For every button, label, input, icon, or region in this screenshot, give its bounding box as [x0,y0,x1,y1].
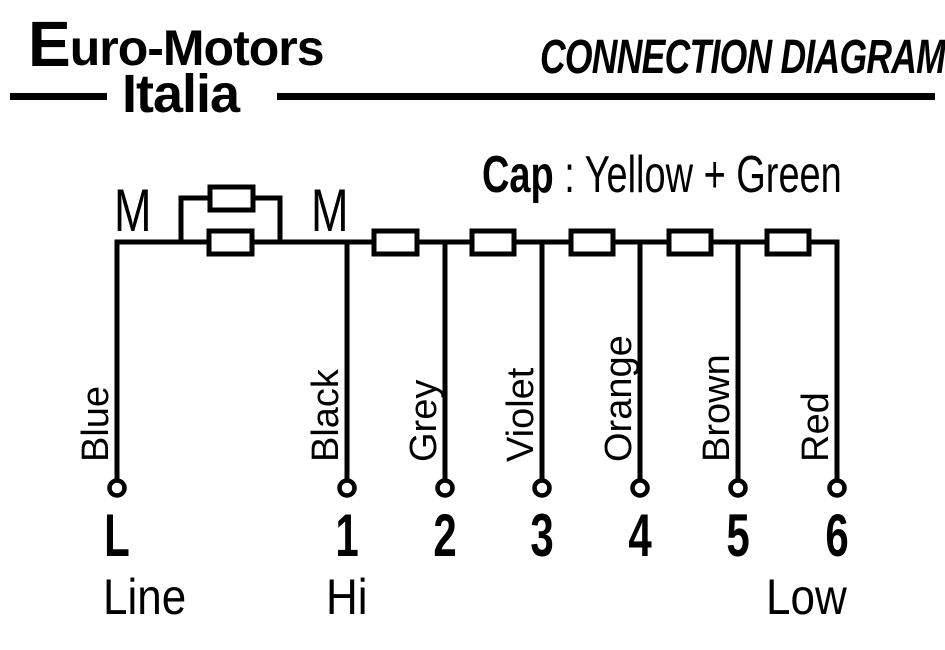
terminal-label-2: 2 [433,502,457,569]
wire-color-label-orange: Orange [598,335,640,462]
capacitor-note-separator: : [553,146,585,204]
winding-box-5-6 [764,228,812,257]
terminal-label-6: 6 [825,502,849,569]
winding-box-1-2 [371,228,420,257]
function-label-line: Line [103,569,187,625]
terminal-circle-2 [435,478,455,498]
terminal-circle-6 [827,478,847,498]
winding-box-4-5 [666,228,714,257]
motor-label-right: M [311,177,349,244]
header-rule-right [277,93,935,100]
winding-box-parallel-upper [207,184,256,213]
winding-box-parallel-lower [206,228,255,257]
terminal-label-1: 1 [335,502,359,569]
winding-box-2-3 [469,228,517,257]
brand-subname: Italia [122,64,240,124]
wire-color-label-grey: Grey [403,379,445,462]
capacitor-note: Cap : Yellow + Green [482,149,842,201]
wire-color-label-brown: Brown [696,354,738,462]
wire-color-label-violet: Violet [500,367,542,462]
motor-label-left: M [114,177,152,244]
capacitor-note-value: Yellow + Green [584,146,842,204]
terminal-label-L: L [104,502,130,569]
brand-logo: Euro-Motors [28,8,325,80]
terminal-label-5: 5 [726,502,750,569]
terminal-label-3: 3 [530,502,554,569]
capacitor-note-label: Cap [482,146,554,204]
logo-rule-left [10,93,107,100]
terminal-circle-L [107,478,127,498]
brand-initial: E [28,8,71,80]
winding-box-3-4 [568,228,616,257]
wire-color-label-red: Red [795,392,837,462]
terminal-circle-5 [728,478,748,498]
terminal-circle-3 [532,478,552,498]
function-label-low: Low [766,569,847,625]
page-title: CONNECTION DIAGRAM [540,31,945,84]
terminal-circle-4 [630,478,650,498]
function-label-hi: Hi [326,569,368,625]
wire-color-label-black: Black [305,369,347,462]
brand-name-rest: uro-Motors [69,20,325,76]
wire-color-label-blue: Blue [75,385,117,462]
terminal-circle-1 [337,478,357,498]
terminal-label-4: 4 [628,502,652,569]
